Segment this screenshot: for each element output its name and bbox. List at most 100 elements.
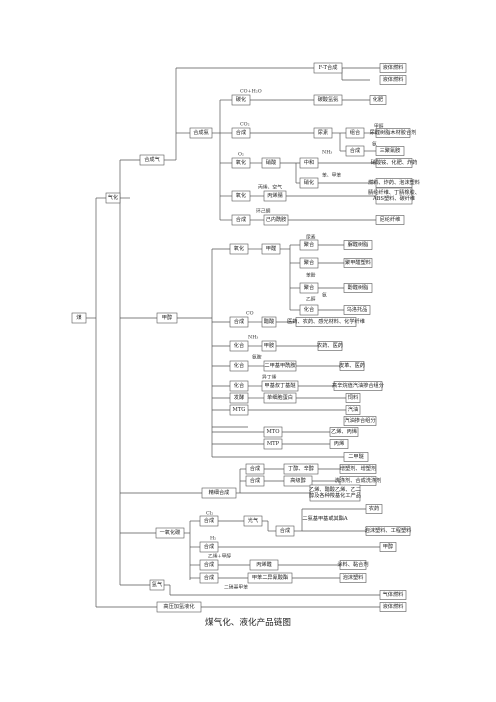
edge-label-ammonia2: 氨 <box>322 292 327 299</box>
node-box <box>263 438 283 450</box>
node-label: 聚甲醛塑料 <box>345 258 371 266</box>
node-alkene-prod: 乙烯、醋酸乙烯、乙二醇及各种羧基化工产品 <box>309 484 361 502</box>
node-label: 汽油 <box>348 405 358 413</box>
node-label: 皮革、医药 <box>339 361 365 369</box>
node-label: 甲醛 <box>266 244 277 252</box>
node-melamine: 三聚氰胺 <box>375 146 405 156</box>
node-label: 高辛烷值汽油掺合组分 <box>332 381 384 389</box>
node-label: 丙烯醛 <box>256 560 272 568</box>
node-c-synth-fuel: F-T合成 <box>313 62 343 74</box>
node-fs-synth2: 合成 <box>245 475 265 487</box>
node-label: 洗涤剂、合成洗涤剂 <box>335 476 382 484</box>
node-h2: 氢气 <box>149 579 165 591</box>
node-box <box>379 590 407 600</box>
node-label: 丙烯 <box>334 439 344 447</box>
node-box <box>229 360 249 372</box>
node-box <box>295 317 357 327</box>
node-isocyanate-synth: 合成 <box>275 525 295 537</box>
node-m-combine: 化合 <box>229 340 249 352</box>
node-formaldehyde: 甲醛 <box>261 243 281 255</box>
node-urotropine: 乌洛托品 <box>343 305 371 315</box>
node-box <box>189 127 213 139</box>
node-layer: 煤气化合成气合成氨F-T合成液体燃料液体燃料碳化碳酸氢氨化肥合成尿素组合尿醛树脂… <box>71 62 420 613</box>
edge-label-o2: O₂ <box>238 152 244 158</box>
node-box <box>231 157 251 169</box>
node-mtbe: 甲基叔丁基醚 <box>261 380 299 392</box>
node-label: 化合 <box>234 361 245 369</box>
node-box <box>243 515 263 527</box>
node-nylon: 尼纶纤维 <box>375 215 405 225</box>
node-fine-synth: 精细合成 <box>201 487 237 499</box>
node-coal: 煤 <box>71 312 87 324</box>
node-synth2: 合成 <box>345 145 365 157</box>
node-box <box>365 504 383 514</box>
node-plasticizer: 增塑剂、增塑剂 <box>339 464 377 474</box>
node-box <box>263 190 287 202</box>
node-mto: MTO <box>263 426 283 438</box>
node-box <box>343 240 373 250</box>
node-box <box>275 525 295 537</box>
node-methylamine: 甲胺 <box>261 340 277 352</box>
edge-label-co-l: CO <box>246 311 254 317</box>
node-label: 甲醇 <box>162 313 172 321</box>
node-box <box>263 360 297 372</box>
node-box <box>199 515 219 527</box>
node-label: 乌洛托品 <box>347 305 368 313</box>
node-box <box>299 257 319 269</box>
node-polyformal: 聚甲醛塑料 <box>343 258 373 268</box>
node-hg-use: 涂料、黏合剂 <box>337 560 369 570</box>
node-box <box>249 559 279 571</box>
node-poly4: 化合 <box>299 304 319 316</box>
node-box <box>339 361 365 371</box>
node-gas-fuel: 气体燃料 <box>379 590 407 600</box>
node-label: 甲苯二异氰酸酯 <box>252 573 288 581</box>
node-label: 乙烯、醋酸乙烯、乙二醇及各种羧基化工产品 <box>309 485 361 499</box>
node-m-combine3: 化合 <box>229 380 249 392</box>
node-label: 合成 <box>250 464 260 472</box>
node-box <box>199 541 219 553</box>
node-box <box>105 192 121 204</box>
node-box <box>231 190 251 202</box>
node-label: 化合 <box>234 341 245 349</box>
node-box <box>156 601 202 613</box>
node-box <box>343 283 373 293</box>
node-box <box>339 573 367 583</box>
node-label: 合成气 <box>144 155 160 163</box>
node-label: 合成 <box>204 516 214 524</box>
node-label: 氧化 <box>234 244 244 252</box>
edge-label-air: 丙烯、空气 <box>258 184 282 191</box>
node-poly3: 聚合 <box>299 282 319 294</box>
node-label: 合成 <box>236 128 246 136</box>
node-label: 合成 <box>280 526 290 534</box>
node-label: 甲基叔丁基醚 <box>264 381 296 389</box>
node-pesticide: 农药、医药 <box>317 341 343 351</box>
node-label: 尼纶纤维 <box>380 215 401 223</box>
node-box <box>247 572 293 584</box>
edge-label-h2-l: H₂ <box>210 536 216 542</box>
node-box <box>365 526 411 536</box>
node-label: 高级醇 <box>290 476 306 484</box>
node-dmf: 二甲基甲酰胺 <box>263 360 297 372</box>
node-label: F-T合成 <box>319 63 338 71</box>
node-feed: 饲料 <box>345 393 361 403</box>
node-box <box>309 484 361 502</box>
node-box <box>245 475 265 487</box>
node-co-synth: 合成 <box>199 515 219 527</box>
node-fertilizer: 化肥 <box>369 95 387 105</box>
node-box <box>149 579 165 591</box>
node-acetic: 醋酸 <box>261 316 277 328</box>
node-box <box>201 487 237 499</box>
node-box <box>231 127 251 139</box>
node-label: 泡沫塑料、工程塑料 <box>365 526 412 534</box>
edge-label-nh3: NH₃ <box>322 150 332 156</box>
node-box <box>313 127 333 139</box>
node-label: 燃料、炸药、泡沫塑料 <box>368 178 420 186</box>
node-ethylene: 乙烯、丙烯 <box>329 427 359 437</box>
node-methanol: 甲醇 <box>156 312 178 324</box>
node-co-synth2: 合成 <box>199 541 219 553</box>
node-pu: 泡沫塑料、工程塑料 <box>365 526 412 536</box>
node-box <box>343 258 373 268</box>
node-box <box>343 305 371 315</box>
node-nitrify: 硝化 <box>299 177 319 189</box>
node-syngas: 合成气 <box>139 154 165 166</box>
